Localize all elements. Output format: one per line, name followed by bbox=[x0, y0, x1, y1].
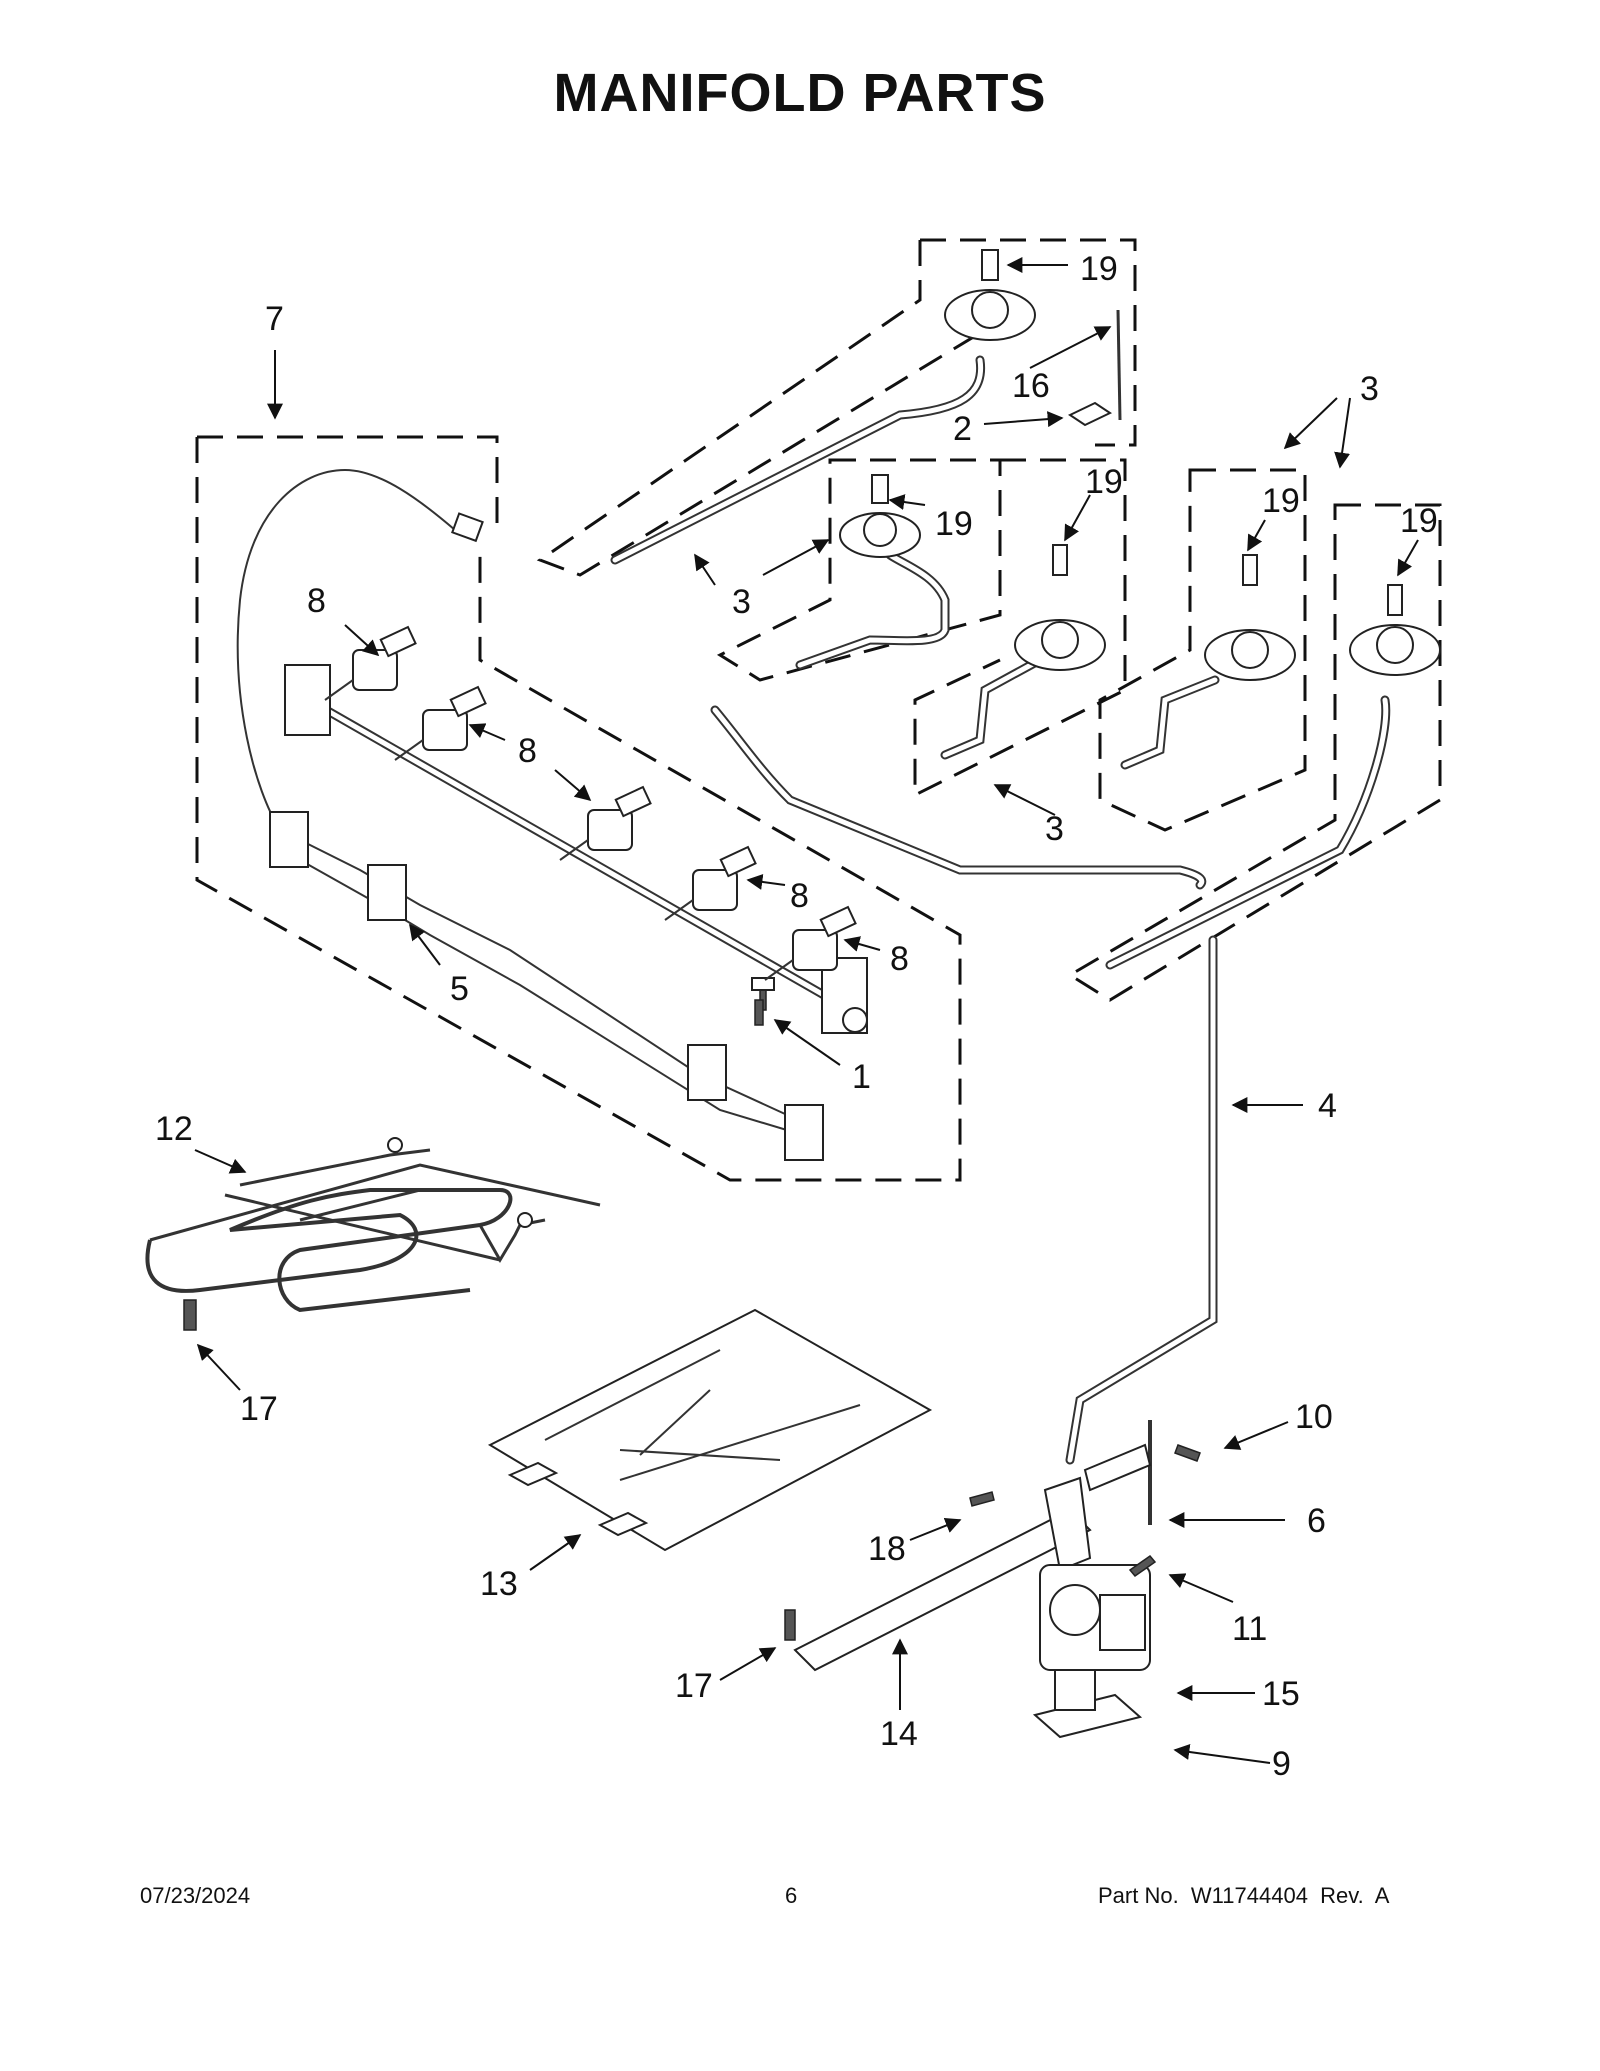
callout-13: 13 bbox=[480, 1565, 518, 1603]
callout-19: 19 bbox=[935, 505, 973, 543]
callout-3: 3 bbox=[1045, 810, 1064, 848]
manifold-bracket bbox=[284, 664, 868, 1034]
callout-2: 2 bbox=[953, 410, 972, 448]
callout-3: 3 bbox=[732, 583, 751, 621]
callout-12: 12 bbox=[155, 1110, 193, 1148]
footer-page-number: 6 bbox=[785, 1883, 798, 1908]
page-title: MANIFOLD PARTS bbox=[553, 63, 1047, 123]
callout-17: 17 bbox=[240, 1390, 278, 1428]
callout-17: 17 bbox=[675, 1667, 713, 1705]
callout-15: 15 bbox=[1262, 1675, 1300, 1713]
callout-9: 9 bbox=[1272, 1745, 1291, 1783]
callout-6: 6 bbox=[1307, 1502, 1326, 1540]
callout-8: 8 bbox=[890, 940, 909, 978]
footer-part-number: Part No. W11744404 Rev. A bbox=[1098, 1883, 1390, 1908]
callout-8: 8 bbox=[790, 877, 809, 915]
callout-1: 1 bbox=[852, 1058, 871, 1096]
screws bbox=[183, 1299, 796, 1641]
callout-16: 16 bbox=[1012, 367, 1050, 405]
callout-5: 5 bbox=[450, 970, 469, 1008]
surface-burner-bases bbox=[839, 249, 1441, 681]
callout-8: 8 bbox=[518, 732, 537, 770]
callout-11: 11 bbox=[1232, 1610, 1267, 1648]
callout-19: 19 bbox=[1400, 502, 1438, 540]
broil-element bbox=[145, 1137, 601, 1313]
callout-3: 3 bbox=[1360, 370, 1379, 408]
callout-10: 10 bbox=[1295, 1398, 1333, 1436]
callout-18: 18 bbox=[868, 1530, 906, 1568]
bake-burner bbox=[793, 1476, 1092, 1672]
callout-8: 8 bbox=[307, 582, 326, 620]
gas-tubing bbox=[295, 355, 1391, 1465]
gas-valve-assembly bbox=[969, 1420, 1201, 1739]
callout-arrows bbox=[194, 257, 1419, 1764]
bake-burner-shield bbox=[487, 1308, 933, 1552]
callout-19: 19 bbox=[1080, 250, 1118, 288]
callout-4: 4 bbox=[1318, 1087, 1337, 1125]
group-boundaries bbox=[195, 238, 1442, 1182]
callout-14: 14 bbox=[880, 1715, 918, 1753]
callout-19: 19 bbox=[1262, 482, 1300, 520]
wire-harness bbox=[236, 468, 824, 1161]
footer-date: 07/23/2024 bbox=[140, 1883, 251, 1908]
callout-19: 19 bbox=[1085, 463, 1123, 501]
callout-7: 7 bbox=[265, 300, 284, 338]
callout-labels: 7 19 16 2 3 19 19 19 19 8 3 8 3 8 8 5 1 … bbox=[155, 250, 1438, 1783]
